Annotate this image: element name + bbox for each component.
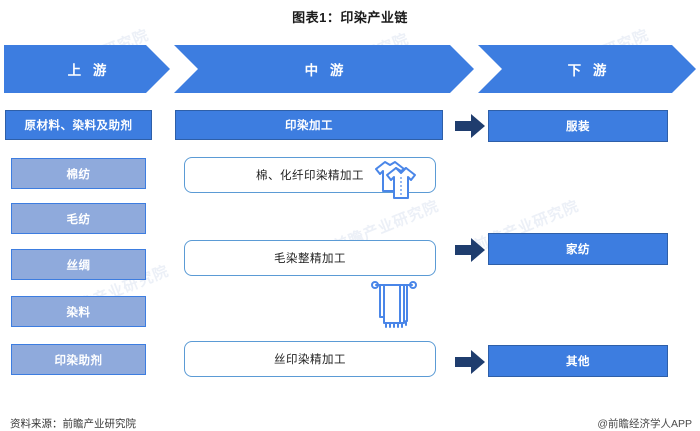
banner-upstream: 上 游 bbox=[4, 45, 170, 93]
banner-upstream-label: 上 游 bbox=[67, 63, 111, 78]
upstream-item-silk: 丝绸 bbox=[11, 249, 146, 280]
footer-credit: @前瞻经济学人APP bbox=[597, 418, 692, 430]
midstream-item-wool-finishing: 毛染整精加工 bbox=[184, 240, 436, 276]
towel-icon bbox=[366, 277, 422, 338]
upstream-header: 原材料、染料及助剂 bbox=[5, 110, 152, 140]
stage-banner-row: 上 游 中 游 下 游 bbox=[0, 45, 700, 93]
upstream-item-auxiliary: 印染助剂 bbox=[11, 344, 146, 375]
midstream-item-cotton-chemfiber: 棉、化纤印染精加工 bbox=[184, 157, 436, 193]
upstream-item-cotton: 棉纺 bbox=[11, 158, 146, 189]
banner-midstream: 中 游 bbox=[174, 45, 474, 93]
upstream-item-dye: 染料 bbox=[11, 296, 146, 327]
midstream-item-silk-printing: 丝印染精加工 bbox=[184, 341, 436, 377]
midstream-header: 印染加工 bbox=[175, 110, 443, 140]
upstream-item-wool: 毛纺 bbox=[11, 203, 146, 234]
banner-downstream-label: 下 游 bbox=[567, 63, 611, 78]
downstream-item-other: 其他 bbox=[488, 345, 668, 377]
banner-midstream-label: 中 游 bbox=[304, 63, 348, 78]
page-title: 图表1：印染产业链 bbox=[292, 10, 408, 25]
arrow-to-apparel bbox=[455, 113, 485, 139]
arrow-to-other bbox=[455, 349, 485, 375]
downstream-item-apparel: 服装 bbox=[488, 110, 668, 142]
arrow-to-hometextile bbox=[455, 237, 485, 263]
downstream-item-hometextile: 家纺 bbox=[488, 233, 668, 265]
footer-source: 资料来源：前瞻产业研究院 bbox=[10, 418, 136, 430]
banner-downstream: 下 游 bbox=[478, 45, 696, 93]
